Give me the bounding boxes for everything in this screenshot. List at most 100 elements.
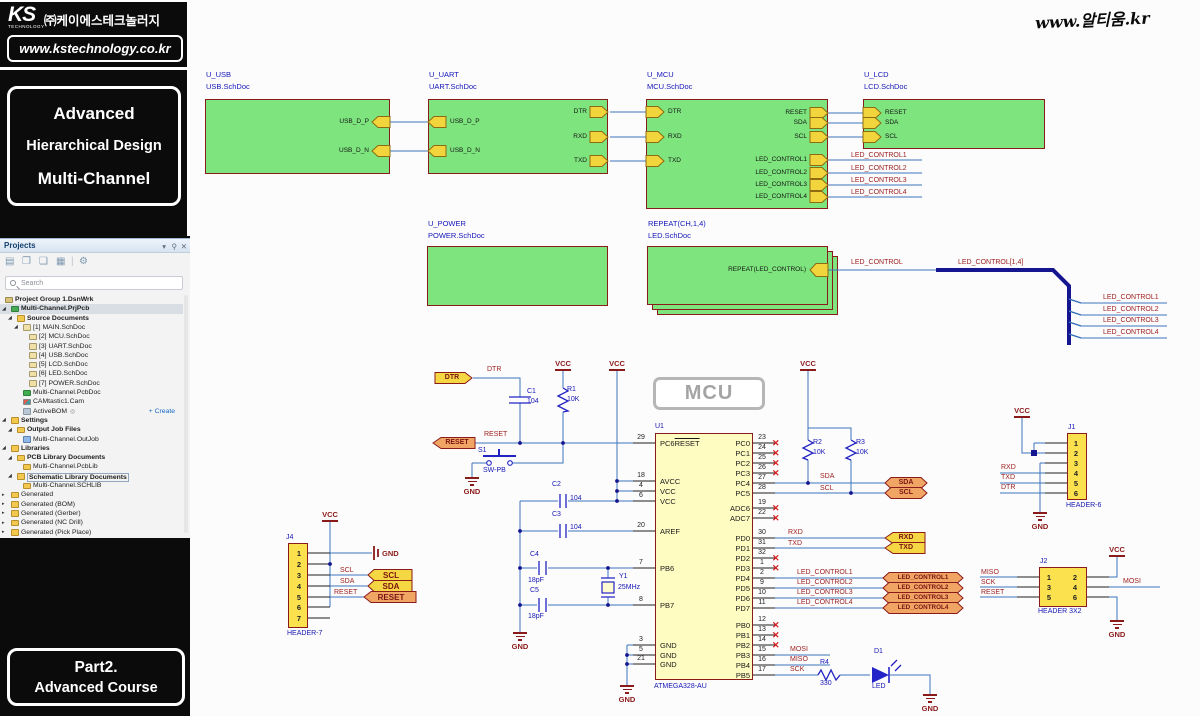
tree-item[interactable]: ▸Generated (NC Drill): [0, 518, 183, 527]
tree-item-label: Settings: [21, 416, 48, 424]
pin-number: 23: [758, 434, 766, 441]
net-label: RESET: [484, 431, 508, 438]
expand-arrow-icon[interactable]: ◢: [8, 454, 12, 461]
tree-item[interactable]: ActiveBOM◎+ Create: [0, 407, 183, 416]
tree-item-label: [2] MCU.SchDoc: [39, 333, 90, 341]
tree-item[interactable]: ◢PCB Library Documents: [0, 453, 183, 462]
tree-item[interactable]: [2] MCU.SchDoc: [0, 332, 183, 341]
tree-item[interactable]: [5] LCD.SchDoc: [0, 360, 183, 369]
pin-name: PC4: [735, 479, 750, 488]
panel-pin-icon[interactable]: ⚲: [171, 241, 178, 251]
tree-item[interactable]: Multi-Channel.PcbLib: [0, 462, 183, 471]
component-label: R1: [567, 386, 576, 393]
net-label: MOSI: [1123, 578, 1141, 585]
prj-icon: [11, 305, 19, 313]
no-connect-icon: ✕: [772, 513, 780, 523]
tree-item[interactable]: ▸Generated (Gerber): [0, 509, 183, 518]
net-label: TXD: [1001, 474, 1015, 481]
component-label: 18pF: [528, 613, 544, 620]
expand-arrow-icon[interactable]: ▸: [2, 501, 5, 508]
pin-name: GND: [660, 641, 677, 650]
scrollbar[interactable]: [184, 295, 188, 533]
expand-arrow-icon[interactable]: ▸: [2, 510, 5, 517]
sheet-entry-label: SCL: [885, 133, 898, 140]
folder-icon[interactable]: ▦: [56, 256, 66, 267]
component-label: C3: [552, 511, 561, 518]
sheet-title: U_USB: [206, 70, 232, 79]
expand-arrow-icon[interactable]: ◢: [2, 305, 6, 312]
course-title-box: Advanced Hierarchical Design Multi-Chann…: [7, 86, 181, 206]
panel-dropdown-icon[interactable]: ▾: [162, 241, 166, 251]
tree-item[interactable]: ◢ Settings: [0, 416, 183, 425]
tree-item[interactable]: Multi-Channel.OutJob: [0, 435, 183, 444]
tree-item[interactable]: Multi-Channel.SCHLIB: [0, 481, 183, 490]
net-label: LED_CONTROL: [851, 259, 903, 266]
tree-item[interactable]: CAMtastic1.Cam: [0, 397, 183, 406]
pin-number: 1: [1046, 572, 1052, 582]
vcc-bar-icon: [609, 369, 625, 371]
pin-name: PD2: [735, 554, 750, 563]
tree-item-label: Output Job Files: [27, 426, 81, 434]
panel-close-icon[interactable]: ✕: [180, 241, 187, 251]
tree-item[interactable]: ◢Libraries: [0, 444, 183, 453]
expand-arrow-icon[interactable]: ◢: [8, 426, 12, 433]
gnd-label: GND: [1108, 629, 1126, 639]
expand-arrow-icon[interactable]: ◢: [2, 417, 6, 424]
vcc-bar-icon: [1014, 416, 1030, 418]
gear-icon[interactable]: ⚙: [79, 256, 88, 267]
pin-name: PB3: [735, 651, 750, 660]
expand-arrow-icon[interactable]: ▸: [2, 491, 5, 498]
tree-item[interactable]: [4] USB.SchDoc: [0, 351, 183, 360]
expand-arrow-icon[interactable]: ▸: [2, 529, 5, 535]
pin-number: 1: [1073, 438, 1079, 448]
tree-item[interactable]: ◢ Output Job Files: [0, 425, 183, 434]
tree-item[interactable]: ▸Generated: [0, 490, 183, 499]
tree-item[interactable]: ◢Schematic Library Documents: [0, 472, 183, 482]
search-input[interactable]: Search: [5, 276, 183, 290]
pin-number: 21: [637, 655, 645, 662]
net-label: LED_CONTROL[1,4]: [958, 259, 1024, 266]
pin-name: PC2: [735, 459, 750, 468]
tree-item[interactable]: [3] UART.SchDoc: [0, 342, 183, 351]
vcc-bar-icon: [800, 369, 816, 371]
pin-number: 2: [1072, 572, 1078, 582]
tree-item[interactable]: Project Group 1.DsnWrk: [0, 295, 183, 304]
pin-number: 5: [296, 592, 302, 602]
vcc-label: VCC: [1014, 406, 1030, 415]
panel-titlebar[interactable]: Projects ▾ ⚲ ✕: [0, 239, 190, 253]
part2-box: Part2. Advanced Course: [7, 648, 185, 706]
expand-arrow-icon[interactable]: ◢: [2, 445, 6, 452]
tree-item-label: [7] POWER.SchDoc: [39, 379, 100, 387]
tree-item[interactable]: ◢[1] MAIN.SchDoc: [0, 323, 183, 332]
pin-number: 5: [639, 646, 643, 653]
pcb-icon: [23, 389, 31, 396]
tree-item[interactable]: [7] POWER.SchDoc: [0, 379, 183, 388]
pin-number: 26: [758, 464, 766, 471]
pin-number: 20: [637, 522, 645, 529]
open-icon[interactable]: ❐: [22, 256, 31, 267]
expand-arrow-icon[interactable]: ◢: [8, 315, 12, 322]
expand-arrow-icon[interactable]: ▸: [2, 519, 5, 526]
sheet-entry-label: USB_D_N: [339, 147, 369, 154]
tree-item[interactable]: [6] LED.SchDoc: [0, 369, 183, 378]
create-link[interactable]: + Create: [148, 407, 175, 415]
expand-arrow-icon[interactable]: ◢: [8, 473, 12, 480]
component-label: 18pF: [528, 577, 544, 584]
pin-number: 31: [758, 539, 766, 546]
tree-item[interactable]: ▸Generated (Pick Place): [0, 528, 183, 537]
tree-item[interactable]: ◢Source Documents: [0, 314, 183, 323]
pin-name: PD3: [735, 564, 750, 573]
net-label: DTR: [1001, 484, 1016, 491]
tree-item[interactable]: Multi-Channel.PcbDoc: [0, 388, 183, 397]
compare-icon[interactable]: ❏: [39, 256, 48, 267]
expand-arrow-icon[interactable]: ◢: [14, 324, 18, 331]
pin-name: PC0: [735, 439, 750, 448]
tree-item[interactable]: ▸Generated (BOM): [0, 500, 183, 509]
sheet-doc: LCD.SchDoc: [864, 82, 908, 91]
save-icon[interactable]: ▤: [5, 256, 15, 267]
pin-number: 12: [758, 616, 766, 623]
panel-toolbar: ▤ ❐ ❏ ▦ | ⚙: [0, 254, 190, 272]
connector-J4[interactable]: [288, 543, 308, 628]
tree-item[interactable]: ◢Multi-Channel.PrjPcb: [0, 304, 183, 314]
pin-number: 25: [758, 454, 766, 461]
